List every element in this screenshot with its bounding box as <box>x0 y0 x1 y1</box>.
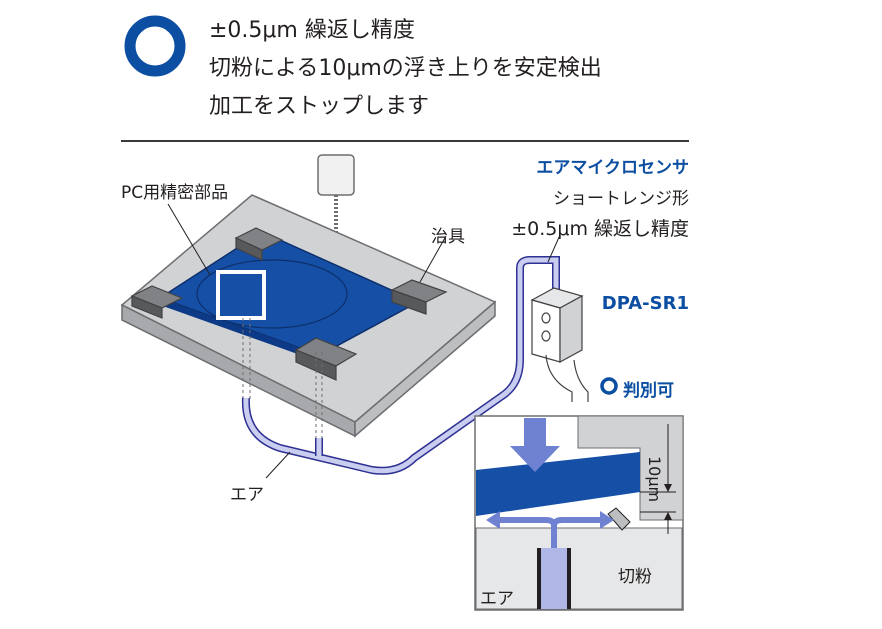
headline-detection: 切粉による10μmの浮き上りを安定検出 <box>209 56 602 81</box>
label-chips: 切粉 <box>618 567 652 587</box>
sensor-unit <box>530 287 589 402</box>
label-part: PC用精密部品 <box>121 183 229 203</box>
label-jig: 治具 <box>431 227 465 247</box>
headline-stop: 加工をストップします <box>209 94 430 119</box>
label-detect-ok: 判別可 <box>623 381 674 401</box>
label-sensor-type: ショートレンジ形 <box>553 189 689 209</box>
label-gap: 10μm <box>645 456 664 503</box>
detail-inset <box>474 415 684 611</box>
precision-part <box>158 231 420 362</box>
header-divider <box>121 140 689 142</box>
label-sensor-precision: ±0.5μm 繰返し精度 <box>511 218 689 240</box>
ok-ring-icon <box>124 15 186 77</box>
label-model: DPA-SR1 <box>601 293 689 314</box>
label-air-detail: エア <box>480 589 514 609</box>
jig-blocks <box>130 227 448 381</box>
ok-small-ring-icon <box>600 377 618 395</box>
headline-precision: ±0.5μm 繰返し精度 <box>209 18 415 43</box>
label-sensor-name: エアマイクロセンサ <box>536 158 689 178</box>
label-air-main: エア <box>230 485 264 505</box>
detail-frame <box>216 270 266 320</box>
